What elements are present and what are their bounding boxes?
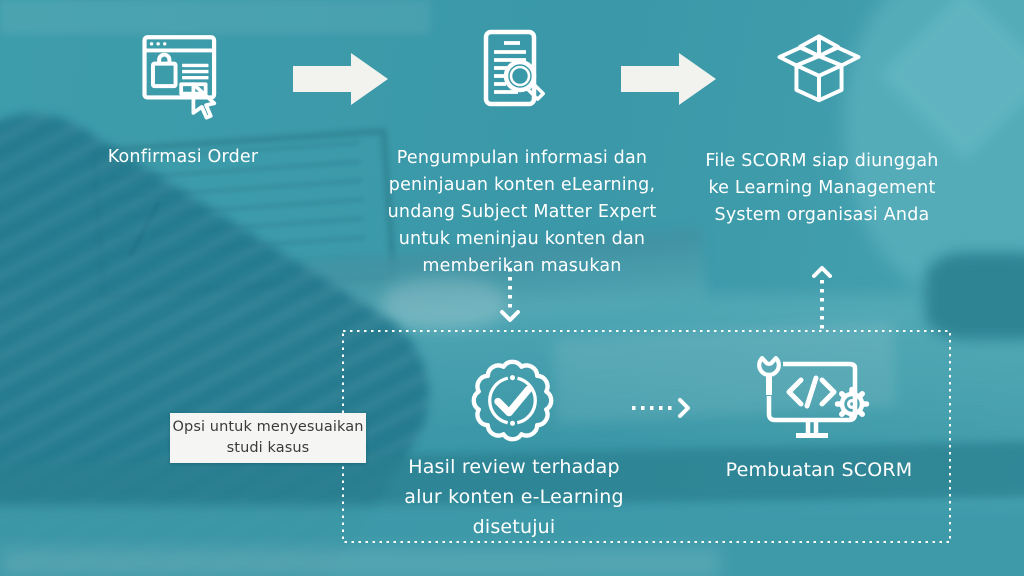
- optional-step-1-label: Hasil review terhadap alur konten e-Lear…: [404, 456, 624, 538]
- optional-dashed-box: [342, 330, 951, 543]
- note-label: Opsi untuk menyesuaikan studi kasus: [172, 419, 364, 456]
- step-3-label: File SCORM siap diunggah ke Learning Man…: [705, 151, 939, 225]
- optional-step-2-label: Pembuatan SCORM: [725, 459, 913, 481]
- order-browser-cursor-icon: [137, 26, 231, 120]
- monitor-code-build-icon: [749, 350, 884, 450]
- bg-shape-floor: [0, 505, 1024, 576]
- bg-shape-top-band: [0, 0, 430, 34]
- step-1-label: Konfirmasi Order: [107, 147, 259, 167]
- arrow-right-2: [621, 53, 716, 105]
- arrow-right-1: [293, 53, 388, 105]
- dotted-arrow-down: [500, 268, 520, 322]
- bg-shape-hands-book: [925, 252, 1024, 340]
- document-review-magnifier-icon: [462, 26, 562, 126]
- approved-check-badge-icon: [464, 352, 561, 449]
- dotted-arrow-up: [812, 266, 832, 330]
- bg-shape-typing-hand: [382, 278, 507, 330]
- note-box: Opsi untuk menyesuaikan studi kasus: [170, 413, 366, 463]
- bg-shape-floor-highlight: [0, 548, 720, 576]
- step-2-label: Pengumpulan informasi dan peninjauan kon…: [387, 148, 657, 276]
- dotted-arrow-right: [632, 398, 690, 418]
- open-package-box-icon: [772, 26, 866, 120]
